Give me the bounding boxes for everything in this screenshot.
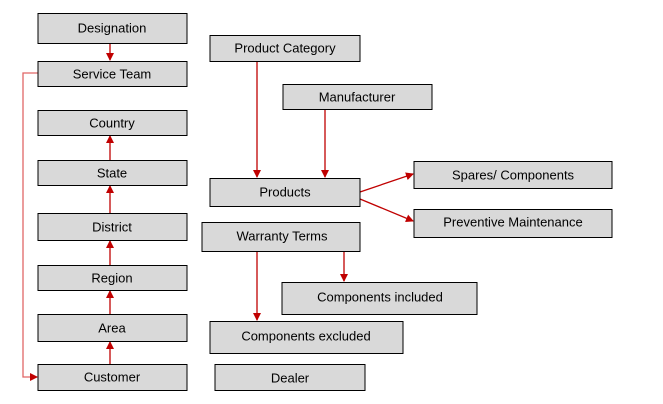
node-label: Dealer (271, 371, 310, 386)
node-service-team: Service Team (37, 61, 188, 87)
node-label: District (92, 220, 132, 235)
edge-products-preventive (359, 198, 414, 223)
node-state: State (37, 160, 188, 186)
node-label: Customer (84, 370, 141, 385)
node-label: Designation (78, 21, 147, 36)
node-label: Country (89, 116, 135, 131)
node-label: Preventive Maintenance (443, 215, 582, 230)
node-label: Product Category (234, 41, 336, 56)
connectors (22, 43, 414, 381)
edge-service-team-customer (22, 72, 38, 381)
node-label: Warranty Terms (236, 229, 328, 244)
node-designation: Designation (37, 13, 188, 44)
node-label: Components included (317, 290, 443, 305)
node-manufacturer: Manufacturer (282, 84, 433, 110)
node-region: Region (37, 265, 188, 291)
node-label: Spares/ Components (452, 168, 575, 183)
node-dealer: Dealer (214, 364, 366, 391)
node-label: Region (91, 271, 132, 286)
node-warranty-terms: Warranty Terms (201, 222, 361, 252)
node-customer: Customer (37, 364, 188, 391)
node-product-category: Product Category (209, 35, 361, 62)
node-components-excluded: Components excluded (209, 321, 404, 354)
node-label: Manufacturer (319, 90, 396, 105)
node-spares-components: Spares/ Components (413, 161, 613, 189)
node-label: Area (98, 321, 126, 336)
node-label: Service Team (73, 67, 152, 82)
node-components-included: Components included (281, 282, 478, 315)
node-products: Products (209, 178, 361, 207)
node-preventive-maintenance: Preventive Maintenance (413, 209, 613, 238)
node-label: Products (259, 185, 311, 200)
edge-products-spares (359, 172, 414, 193)
node-country: Country (37, 110, 188, 136)
node-area: Area (37, 314, 188, 342)
node-label: Components excluded (241, 329, 370, 344)
node-district: District (37, 213, 188, 241)
node-label: State (97, 166, 127, 181)
